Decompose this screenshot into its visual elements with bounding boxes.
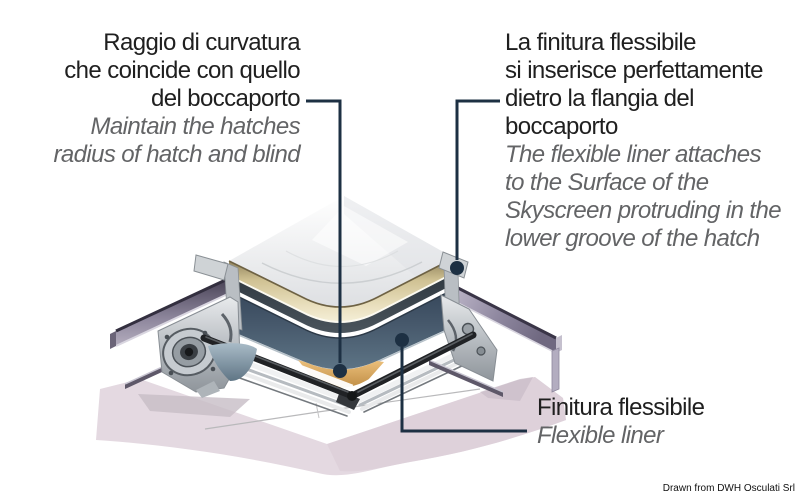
annotation-line: del boccaporto xyxy=(150,85,301,112)
annotation-translation-line: radius of hatch and blind xyxy=(53,141,300,168)
headliner-panel xyxy=(96,377,566,476)
liner-label-italian: Finitura flessibile xyxy=(537,394,705,421)
shadow-right-bracket xyxy=(480,377,533,401)
rod-end-cap xyxy=(347,391,357,401)
blind-fabric-flap xyxy=(208,343,257,381)
corner-bearing xyxy=(162,327,216,377)
leader-line-liner-label xyxy=(400,347,527,433)
annotation-line: si inserisce perfettamente xyxy=(505,57,763,84)
hatch-frame-band xyxy=(229,274,454,333)
annotation-translation-line: Maintain the hatches xyxy=(90,113,301,140)
shadow-left-bracket xyxy=(138,394,250,417)
annotation-translation-line: The flexible liner attaches xyxy=(505,141,762,168)
annotation-liner-fit: La finitura flessibile si inserisce perf… xyxy=(505,29,800,253)
annotation-translation-line: Skyscreen protruding in the xyxy=(505,197,782,224)
annotation-translation-line: to the Surface of the xyxy=(505,169,709,196)
mount-tab-left xyxy=(193,254,229,281)
callout-dot-liner-fit xyxy=(450,261,464,275)
annotation-line: che coincide con quello xyxy=(64,57,300,84)
leader-line-liner-fit xyxy=(455,99,500,260)
annotation-line: boccaporto xyxy=(505,113,618,140)
flange-plate-right xyxy=(457,286,562,393)
callout-dot-radius xyxy=(333,364,347,378)
callout-dot-liner-label xyxy=(395,333,409,347)
leader-line-radius xyxy=(306,99,342,363)
flange-plate-left xyxy=(110,275,233,349)
annotation-line: La finitura flessibile xyxy=(505,29,697,56)
frame-corner-joint xyxy=(336,391,360,410)
liner-label-english: Flexible liner xyxy=(537,422,664,449)
flange-arm-right xyxy=(428,359,504,397)
annotation-line: dietro la flangia del xyxy=(505,85,694,112)
credit-line: Drawn from DWH Osculati Srl xyxy=(662,483,795,494)
annotation-line: Raggio di curvatura xyxy=(103,29,300,56)
annotation-liner-label: Finitura flessibile Flexible liner xyxy=(537,394,797,449)
annotation-radius: Raggio di curvatura che coincide con que… xyxy=(0,29,300,169)
annotation-translation-line: lower groove of the hatch xyxy=(505,225,760,252)
